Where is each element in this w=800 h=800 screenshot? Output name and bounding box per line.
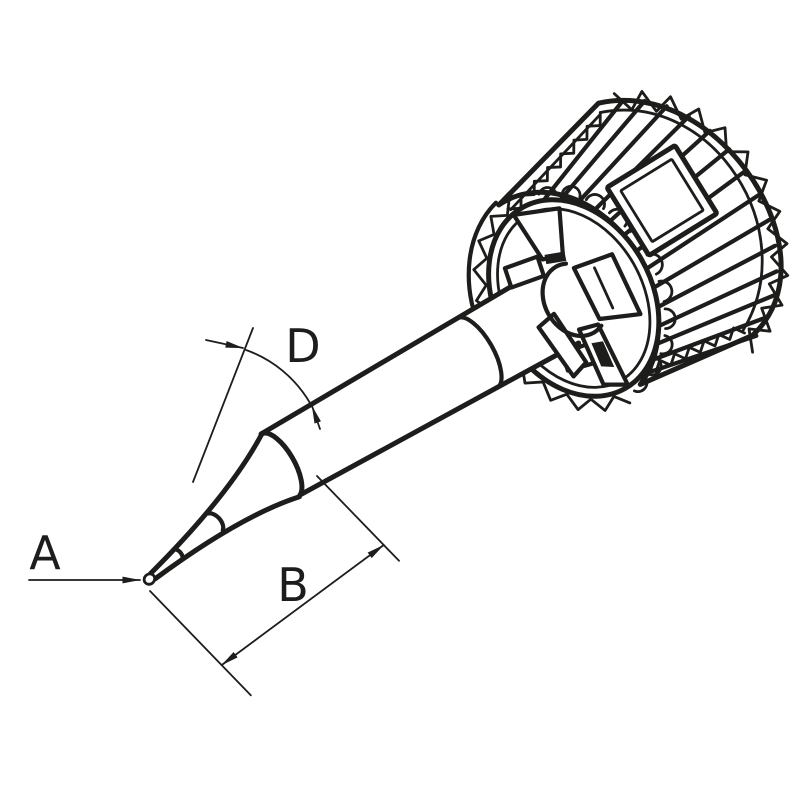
angle-d-arc — [245, 349, 311, 404]
angle-d-arrow-lower — [311, 405, 321, 430]
dimension-label-d: D — [285, 319, 320, 373]
shaft-joint-arc — [455, 315, 504, 390]
cone-section-arc-1 — [171, 547, 185, 562]
slot-dark-insert — [591, 341, 615, 368]
cone-lower-edge — [152, 494, 302, 582]
soldering-tip-cone — [142, 430, 302, 586]
dimension-a: A — [28, 526, 141, 584]
shaft-upper-edge — [258, 268, 541, 437]
dimension-b-extension-1 — [149, 590, 252, 697]
angle-dimension-d: D — [192, 319, 321, 483]
knob-square-window — [605, 143, 719, 258]
hub-collar-ring — [540, 261, 604, 339]
dimension-b: B — [149, 475, 400, 697]
cone-section-arc-2 — [206, 511, 226, 533]
flange-hub-details — [502, 206, 643, 387]
dimension-b-extension-2 — [316, 475, 400, 562]
dimension-b-line — [220, 544, 385, 666]
shaft-and-knob — [258, 90, 790, 499]
cone-upper-edge — [148, 430, 265, 576]
shaft-cone-junction-arc — [260, 430, 305, 499]
hub-tab-dark — [544, 251, 567, 265]
angle-d-arrow-upper — [205, 339, 244, 349]
clamp-dog-upper — [502, 254, 546, 290]
knurl-teeth-back — [612, 90, 790, 354]
knurl-teeth-top — [506, 111, 602, 211]
dimension-label-a: A — [29, 526, 61, 580]
shaft-lower-edge — [298, 340, 582, 497]
angle-d-tangent-line — [192, 327, 254, 483]
tip-shaft — [258, 268, 582, 499]
hub-right-arm-line — [593, 266, 615, 310]
tip-point-nub — [142, 572, 157, 586]
hub-right-arm — [571, 252, 643, 322]
